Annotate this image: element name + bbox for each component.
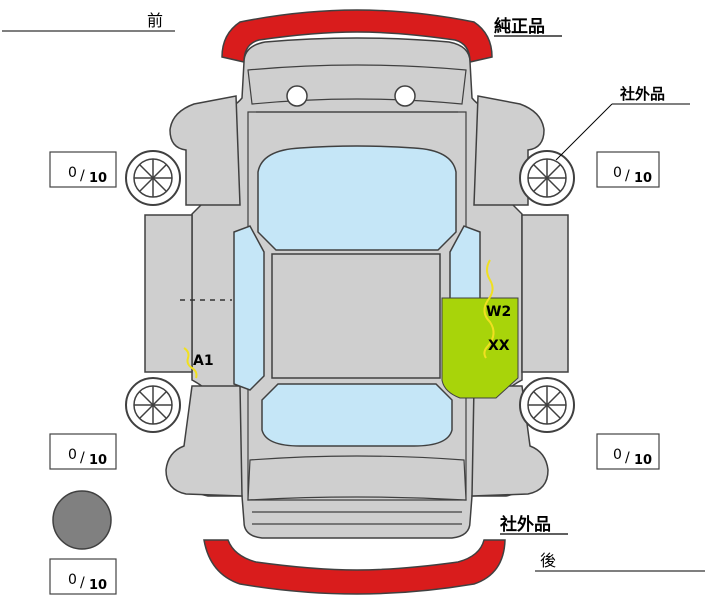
damage-code-right: W2: [486, 304, 511, 320]
rear-window[interactable]: [261, 383, 453, 447]
wheel-front-left[interactable]: [125, 150, 181, 206]
left-side-panel[interactable]: [144, 214, 193, 373]
svg-text:/: /: [80, 168, 85, 184]
tread-box-front-right[interactable]: 0 / 10: [596, 151, 660, 188]
front-label: 前: [147, 11, 163, 30]
right-side-panel[interactable]: [521, 214, 569, 373]
tread-max-spare: 10: [89, 578, 107, 593]
damage-mark-left: [183, 347, 198, 379]
rear-bumper-type-label: 社外品: [499, 514, 551, 535]
tread-value-front-left: 0: [68, 165, 77, 181]
tread-value-rear-left: 0: [68, 447, 77, 463]
svg-text:/: /: [80, 575, 85, 591]
tread-max-rear-left: 10: [89, 453, 107, 468]
rear-label: 後: [540, 551, 556, 570]
front-bumper[interactable]: [221, 9, 493, 63]
tread-box-rear-right[interactable]: 0 / 10: [596, 433, 660, 470]
tread-max-rear-right: 10: [634, 453, 652, 468]
damage-code-left: A1: [193, 353, 214, 369]
wheel-rear-right[interactable]: [519, 377, 575, 433]
spare-tire-icon[interactable]: [52, 490, 112, 550]
tread-value-front-right: 0: [613, 165, 622, 181]
headlamp-left: [286, 85, 308, 107]
roof[interactable]: [271, 253, 441, 379]
tread-box-front-left[interactable]: 0 / 10: [49, 151, 117, 188]
hood[interactable]: [247, 64, 467, 105]
svg-text:/: /: [80, 450, 85, 466]
tread-max-front-left: 10: [89, 171, 107, 186]
wheel-type-leader: [555, 103, 613, 161]
wheel-rear-left[interactable]: [125, 377, 181, 433]
rear-right-fender[interactable]: [471, 385, 549, 497]
svg-text:/: /: [625, 168, 630, 184]
front-left-fender[interactable]: [169, 95, 241, 206]
windshield[interactable]: [257, 145, 457, 251]
rear-left-fender[interactable]: [165, 385, 243, 497]
rear-bumper[interactable]: [203, 539, 506, 595]
left-window[interactable]: [233, 225, 265, 391]
damage-mark-right: [483, 259, 495, 359]
tread-box-spare[interactable]: 0 / 10: [49, 558, 117, 595]
car-body[interactable]: [144, 37, 569, 539]
tread-max-front-right: 10: [634, 171, 652, 186]
right-side-damage-area[interactable]: [441, 297, 519, 399]
trunk[interactable]: [247, 455, 467, 501]
wheel-type-label: 社外品: [619, 85, 665, 103]
tread-value-rear-right: 0: [613, 447, 622, 463]
headlamp-right: [394, 85, 416, 107]
wheel-front-right[interactable]: [519, 150, 575, 206]
svg-text:/: /: [625, 450, 630, 466]
tread-box-rear-left[interactable]: 0 / 10: [49, 433, 117, 470]
damage-note-right: XX: [488, 338, 510, 354]
front-bumper-type-label: 純正品: [494, 16, 545, 37]
tread-value-spare: 0: [68, 572, 77, 588]
